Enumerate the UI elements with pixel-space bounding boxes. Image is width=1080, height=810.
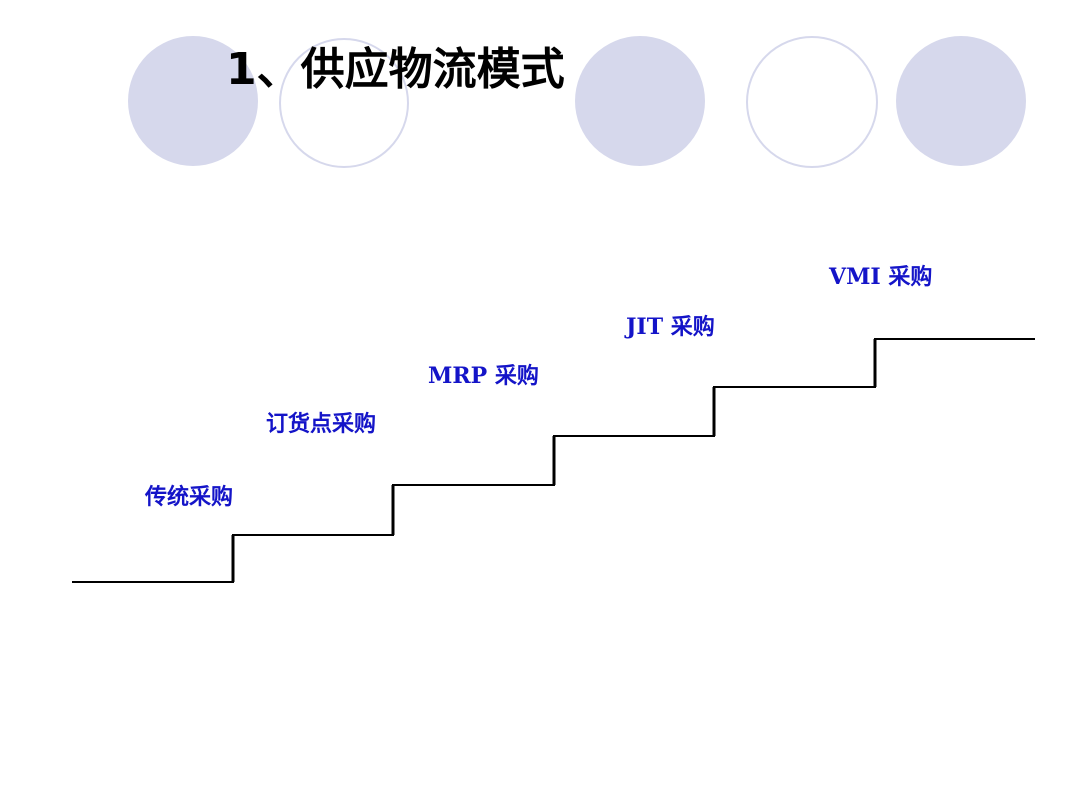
decorative-circle-2 [279,38,409,168]
step-label-traditional: 传统采购 [145,484,234,510]
slide-title: 1、供应物流模式 [226,44,565,95]
step-label-reorder-point: 订货点采购 [266,411,377,437]
step-label-vmi: VMI 采购 [829,264,933,290]
staircase-lines [72,338,1035,583]
step-label-jit: JIT 采购 [626,314,715,340]
decorative-circle-3 [575,36,705,166]
step-label-mrp: MRP 采购 [428,363,539,389]
decorative-circle-5 [896,36,1026,166]
decorative-circle-1 [128,36,258,166]
decorative-circle-4 [746,36,878,168]
